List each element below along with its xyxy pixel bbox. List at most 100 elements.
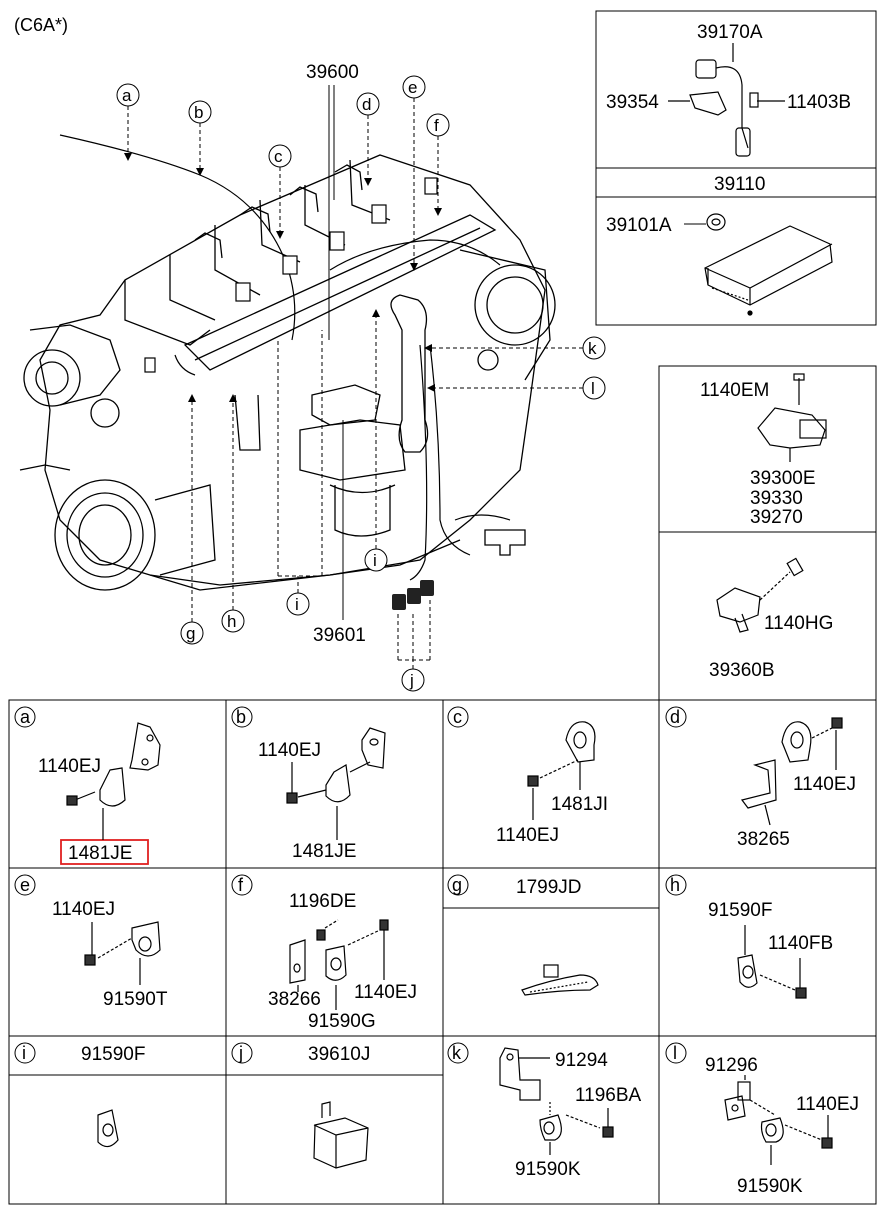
cell-e-bolt: 1140EJ — [52, 899, 115, 920]
svg-text:a: a — [122, 86, 132, 105]
cell-a-bolt: 1140EJ — [38, 756, 101, 777]
cell-d-bracket: 38265 — [737, 829, 790, 850]
svg-text:l: l — [673, 1043, 677, 1063]
callout-k: k — [424, 336, 606, 360]
cell-h-bolt: 1140FB — [768, 933, 833, 954]
cell-k-clip: 91590K — [515, 1159, 581, 1180]
svg-text:d: d — [670, 707, 680, 727]
svg-text:a: a — [20, 707, 31, 727]
detail-cell-h: h 91590F 1140FB — [665, 874, 833, 999]
cell-k-bolt: 1196BA — [575, 1085, 642, 1106]
map-sensor-icon — [757, 373, 827, 462]
svg-text:b: b — [194, 103, 203, 122]
cell-d-bracket-icon — [740, 717, 843, 826]
svg-text:c: c — [274, 147, 283, 166]
cell-k-bracket-icon — [499, 1047, 614, 1155]
detail-cell-k: k 91294 1196BA 91590K — [447, 1042, 642, 1180]
cell-f-clip-icon — [289, 919, 389, 1010]
crank-bracket-part: 39354 — [606, 92, 659, 113]
svg-text:k: k — [452, 1043, 462, 1063]
callout-b: b — [188, 100, 212, 176]
callout-c: c — [268, 144, 292, 239]
svg-text:d: d — [362, 95, 371, 114]
cell-j-relay-icon — [313, 1101, 369, 1169]
map-sensor-panel: 1140EM 39300E 39330 39270 — [700, 373, 827, 528]
detail-cell-d: d 1140EJ 38265 — [665, 706, 856, 850]
svg-text:f: f — [434, 116, 439, 135]
bracket-part-number: 39601 — [313, 625, 366, 646]
detail-cell-c: c 1481JI 1140EJ — [447, 706, 608, 846]
cell-c-clip-icon — [527, 721, 596, 820]
cell-e-clip-icon — [84, 921, 161, 985]
cell-c-clip: 1481JI — [551, 794, 608, 815]
wiring-harness — [59, 134, 511, 581]
callout-a: a — [116, 83, 140, 161]
map-sensor-part-1: 39300E — [750, 468, 816, 489]
harness-part-number: 39600 — [306, 62, 359, 83]
callout-g: g — [180, 394, 204, 645]
detail-cell-f: f 1196DE 38266 1140EJ 91590G — [231, 874, 417, 1032]
ecu-panel: 39110 39101A — [606, 174, 833, 316]
engine-clips — [144, 177, 438, 373]
cell-d-bolt: 1140EJ — [793, 774, 856, 795]
map-sensor-part-3: 39270 — [750, 507, 803, 528]
detail-cell-i: i 91590F — [14, 1042, 145, 1148]
svg-text:i: i — [22, 1043, 26, 1063]
callout-l: l — [427, 376, 606, 400]
cam-bolt-part: 1140HG — [764, 613, 833, 634]
svg-text:b: b — [236, 707, 246, 727]
svg-text:c: c — [453, 707, 462, 727]
svg-text:k: k — [588, 339, 597, 358]
cam-sensor-part: 39360B — [709, 660, 775, 681]
callout-h: h — [221, 394, 245, 633]
callout-f: f — [426, 113, 450, 216]
detail-cell-g: g 1799JD — [447, 874, 599, 996]
svg-text:h: h — [670, 875, 680, 895]
cam-sensor-icon — [716, 557, 804, 633]
cell-b-clip-icon — [286, 727, 386, 840]
svg-text:e: e — [20, 875, 30, 895]
ecu-title: 39110 — [714, 174, 765, 195]
cell-h-clip-icon — [737, 925, 807, 999]
cell-l-bracket-icon — [724, 1075, 833, 1165]
detail-cell-l: l 91296 1140EJ 91590K — [665, 1042, 859, 1197]
crank-bolt-part: 11403B — [787, 92, 851, 113]
cell-c-bolt: 1140EJ — [496, 825, 559, 846]
ecu-box-icon — [704, 213, 833, 316]
cell-l-bolt: 1140EJ — [796, 1094, 859, 1115]
detail-cell-e: e 1140EJ 91590T — [14, 874, 168, 1010]
cell-a-clip: 1481JE — [68, 843, 132, 864]
cell-f-bolt2: 1140EJ — [354, 982, 417, 1003]
crank-sensor-panel: 39170A 39354 11403B — [606, 22, 851, 157]
cell-i-title: 91590F — [81, 1044, 145, 1065]
svg-text:i: i — [373, 551, 377, 570]
cell-b-bolt: 1140EJ — [258, 740, 321, 761]
cell-a-clip-icon — [66, 722, 161, 840]
cell-l-bracket: 91296 — [705, 1055, 758, 1076]
cell-k-bracket: 91294 — [555, 1050, 608, 1071]
cell-j-title: 39610J — [308, 1044, 370, 1065]
side-panel-borders — [595, 10, 877, 701]
svg-text:e: e — [408, 78, 417, 97]
svg-text:i: i — [295, 595, 299, 614]
svg-text:l: l — [591, 379, 595, 398]
cell-l-clip: 91590K — [737, 1176, 803, 1197]
callout-j: j — [397, 600, 431, 692]
callout-e: e — [402, 75, 426, 271]
cell-f-bracket: 38266 — [268, 989, 321, 1010]
detail-cell-b: b 1140EJ 1481JE — [231, 706, 386, 862]
cell-g-title: 1799JD — [516, 877, 582, 898]
cell-e-clip: 91590T — [103, 989, 168, 1010]
main-leaders — [328, 85, 344, 620]
map-bolt-part: 1140EM — [700, 380, 769, 401]
detail-grid — [8, 699, 877, 1205]
cam-sensor-panel: 1140HG 39360B — [709, 557, 833, 681]
variant-label: (C6A*) — [14, 15, 68, 35]
crank-sensor-part: 39170A — [697, 22, 763, 43]
svg-text:h: h — [227, 612, 236, 631]
callout-i-upper: i — [364, 309, 388, 572]
map-sensor-part-2: 39330 — [750, 488, 803, 509]
harness-connectors — [392, 580, 434, 610]
cell-i-clip-icon — [97, 1109, 119, 1148]
